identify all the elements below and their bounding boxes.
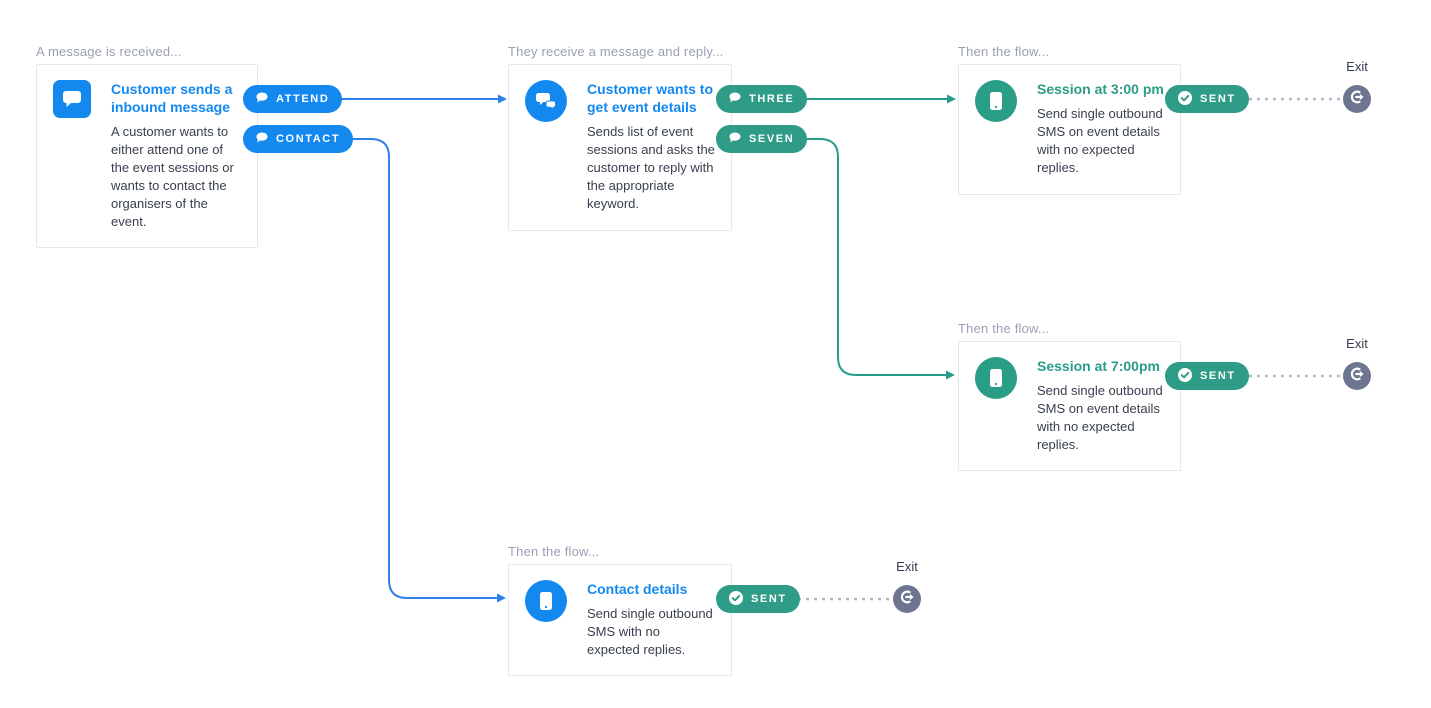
node-contact-details[interactable]: Contact details Send single outbound SMS…	[508, 564, 732, 676]
node-title: Customer wants to get event details	[587, 81, 714, 115]
node-description: Sends list of event sessions and asks th…	[587, 124, 715, 211]
speech-bubble-icon	[729, 92, 741, 106]
pill-label: SENT	[751, 593, 787, 605]
pill-sent-3pm[interactable]: SENT	[1165, 85, 1249, 113]
pill-label: CONTACT	[276, 133, 341, 145]
exit-icon	[900, 590, 914, 609]
node-event-details[interactable]: Customer wants to get event details Send…	[508, 64, 732, 231]
exit-node-3pm[interactable]	[1343, 85, 1371, 113]
node-session-3pm[interactable]: Session at 3:00 pm Send single outbound …	[958, 64, 1181, 195]
node-description: Send single outbound SMS on event detail…	[1037, 383, 1163, 452]
exit-node-7pm[interactable]	[1343, 362, 1371, 390]
zone-label-flow-2: Then the flow...	[958, 321, 1050, 336]
pill-sent-7pm[interactable]: SENT	[1165, 362, 1249, 390]
zone-label-received: A message is received...	[36, 44, 182, 59]
pill-seven[interactable]: SEVEN	[716, 125, 808, 153]
node-inbound-message[interactable]: Customer sends a inbound message A custo…	[36, 64, 258, 248]
check-circle-icon	[729, 590, 743, 608]
phone-icon	[525, 580, 567, 622]
exit-label: Exit	[896, 559, 918, 574]
chat-reply-icon	[525, 80, 567, 122]
exit-label: Exit	[1346, 59, 1368, 74]
pill-label: THREE	[749, 93, 795, 105]
pill-label: ATTEND	[276, 93, 330, 105]
pill-attend[interactable]: ATTEND	[243, 85, 343, 113]
node-description: Send single outbound SMS with no expecte…	[587, 606, 713, 657]
zone-label-reply: They receive a message and reply...	[508, 44, 724, 59]
node-description: A customer wants to either attend one of…	[111, 124, 234, 229]
node-title: Customer sends a inbound message	[111, 81, 233, 115]
pill-label: SEVEN	[749, 133, 795, 145]
pill-contact[interactable]: CONTACT	[243, 125, 354, 153]
node-title: Session at 3:00 pm	[1037, 81, 1164, 97]
pill-label: SENT	[1200, 93, 1236, 105]
pill-label: SENT	[1200, 370, 1236, 382]
phone-icon	[975, 357, 1017, 399]
pill-three[interactable]: THREE	[716, 85, 808, 113]
speech-bubble-icon	[256, 92, 268, 106]
pill-sent-contact[interactable]: SENT	[716, 585, 800, 613]
zone-label-flow-1: Then the flow...	[958, 44, 1050, 59]
exit-icon	[1350, 367, 1364, 386]
node-title: Session at 7:00pm	[1037, 358, 1160, 374]
node-session-7pm[interactable]: Session at 7:00pm Send single outbound S…	[958, 341, 1181, 471]
node-title: Contact details	[587, 581, 688, 597]
check-circle-icon	[1178, 90, 1192, 108]
exit-node-contact[interactable]	[893, 585, 921, 613]
check-circle-icon	[1178, 367, 1192, 385]
speech-bubble-icon	[729, 132, 741, 146]
chat-bubble-icon	[53, 80, 91, 118]
zone-label-flow-3: Then the flow...	[508, 544, 600, 559]
exit-label: Exit	[1346, 336, 1368, 351]
phone-icon	[975, 80, 1017, 122]
speech-bubble-icon	[256, 132, 268, 146]
node-description: Send single outbound SMS on event detail…	[1037, 106, 1163, 175]
exit-icon	[1350, 90, 1364, 109]
